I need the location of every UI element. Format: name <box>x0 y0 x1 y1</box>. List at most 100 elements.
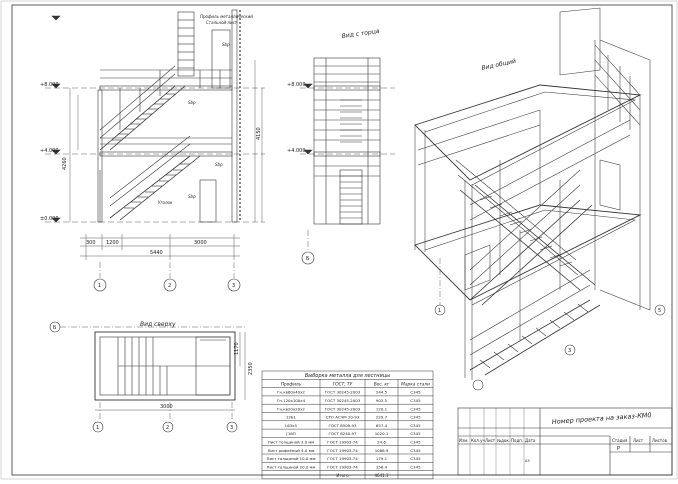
spec-cell: 156.4 <box>376 464 388 469</box>
plan-axis-1: 1 <box>96 425 99 431</box>
front-view <box>300 57 395 265</box>
spec-cell: ГОСТ 8509-93 <box>328 423 357 428</box>
front-view-labels: Вид с торца +8.000 +4.000 Б <box>287 28 380 262</box>
spec-cell: С345 <box>410 440 421 445</box>
plan-axis-3: 3 <box>230 425 233 431</box>
plan-axis-2: 2 <box>166 425 169 431</box>
plan-view <box>49 321 246 433</box>
spec-cell: L63х5 <box>285 423 297 428</box>
spec-cell: С345 <box>410 423 421 428</box>
spec-cell: С345 <box>410 456 421 461</box>
title-block <box>457 407 673 476</box>
spec-cell: ГОСТ 30245-2003 <box>325 406 361 411</box>
level-label-top: +8.000 <box>40 82 59 88</box>
spec-cell: 1020.1 <box>375 431 389 436</box>
spec-total-label: Итого <box>336 473 349 478</box>
spec-cell: ГОСТ 19903-74 <box>327 440 358 445</box>
note-sbp-4: Sbp <box>188 194 196 199</box>
front-view-title: Вид с торца <box>341 28 380 40</box>
spec-cell: ГОСТ 30245-2003 <box>325 390 361 395</box>
spec-cell: Гн.кв60х40х2 <box>277 390 305 395</box>
spec-cell: 244.5 <box>376 390 388 395</box>
spec-cell: 12Б1 <box>286 415 297 420</box>
spec-cell: С345 <box>410 406 421 411</box>
spec-cell: 120.1 <box>376 406 388 411</box>
spec-cell: Лист толщиной 10.0 мм <box>267 456 316 461</box>
spec-cell: С345 <box>410 464 421 469</box>
note-sbp-2: Sbp <box>188 100 196 105</box>
spec-cell: Гн.кв20х20х2 <box>277 406 305 411</box>
spec-cell: [16П <box>286 431 295 436</box>
iso-axis-5: 5 <box>658 308 661 314</box>
front-level-top: +8.000 <box>287 82 306 88</box>
dim-right: 4150 <box>256 127 262 140</box>
spec-cell: Лист рифлёный 4.0 мм <box>268 448 315 453</box>
stamp-kol: Кол.уч <box>471 438 485 443</box>
stage-value: Р <box>617 446 620 452</box>
spec-cell: С345 <box>410 398 421 403</box>
note-angle: Уголок <box>158 200 173 205</box>
note-sbp-1: Sbp <box>222 42 230 47</box>
spec-cell: 179.1 <box>376 456 388 461</box>
spec-cell: СТО АСЧМ 20-93 <box>326 415 360 420</box>
spec-title: Выборка металла для лестницы <box>305 373 390 379</box>
spec-cell: С345 <box>410 390 421 395</box>
plan-dim-3: 1170 <box>234 342 240 355</box>
dim-bottom-2: 1200 <box>106 240 119 246</box>
spec-cell: 24.6 <box>377 440 386 445</box>
spec-cell: 229.7 <box>376 415 388 420</box>
stamp-doc: №док. <box>497 438 510 443</box>
side-view-labels: +8.000 +4.000 ±0.000 300 1200 3000 5440 … <box>40 14 262 289</box>
dim-height: 4260 <box>62 157 68 170</box>
spec-cell: С345 <box>410 431 421 436</box>
dim-bottom-1: 300 <box>86 240 96 246</box>
dim-total: 5440 <box>150 250 163 256</box>
spec-header: ГОСТ, ТУ <box>333 382 353 388</box>
plan-dim-1: 3000 <box>160 404 173 410</box>
plan-view-title: Вид сверху <box>140 321 176 328</box>
note-sheet: Стальной лист <box>206 20 238 25</box>
spec-cell: 657.4 <box>376 423 388 428</box>
sheets-header: Листов <box>652 438 668 443</box>
note-profile: Профиль металлический <box>200 14 253 19</box>
stage-header: Стадия <box>612 438 628 443</box>
stamp-date: Дата <box>525 438 536 443</box>
isometric-view <box>414 7 666 391</box>
stamp-podp: Подп. <box>511 438 523 443</box>
front-level-mid: +4.000 <box>287 148 306 154</box>
spec-cell: Гн.120х100х4 <box>277 398 306 403</box>
axis-label-1: 1 <box>98 283 101 289</box>
spec-header: Профиль <box>281 382 302 388</box>
stamp-izm: Изм. <box>459 438 468 443</box>
side-view <box>45 9 265 292</box>
spec-cell: 903.5 <box>376 398 388 403</box>
sheet-header: Лист <box>633 438 644 443</box>
plan-view-labels: Вид сверху Б 1 2 3 3000 2350 1170 <box>53 321 254 431</box>
spec-cell: 1086.9 <box>375 448 389 453</box>
sheet-format: А3 <box>525 459 530 463</box>
spec-cell: С345 <box>410 448 421 453</box>
stamp-list: Лист <box>485 438 496 443</box>
iso-axis-1: 1 <box>438 308 441 314</box>
spec-cell: ГОСТ 30245-2003 <box>325 398 361 403</box>
inner-frame <box>11 4 673 476</box>
spec-cell: ГОСТ 19903-74 <box>327 456 358 461</box>
level-label-bottom: ±0.000 <box>40 216 59 222</box>
level-label-mid: +4.000 <box>40 148 59 154</box>
dim-bottom-3: 3000 <box>194 240 207 246</box>
iso-view-title: Вид общий <box>481 58 517 72</box>
iso-axis-3: 3 <box>568 348 571 354</box>
spec-header: Вес, кг <box>374 382 390 388</box>
spec-header: Марка стали <box>401 382 430 388</box>
axis-label-2: 2 <box>168 283 171 289</box>
spec-total-value: 4641.1 <box>375 473 389 478</box>
spec-cell: С345 <box>410 415 421 420</box>
spec-cell: Лист толщиной 3.0 мм <box>268 440 314 445</box>
spec-cell: ГОСТ 19903-74 <box>327 448 358 453</box>
axis-label-3: 3 <box>232 283 235 289</box>
spec-cell: ГОСТ 8240-97 <box>328 431 357 436</box>
spec-cell: Лист толщиной 20.0 мм <box>267 464 316 469</box>
